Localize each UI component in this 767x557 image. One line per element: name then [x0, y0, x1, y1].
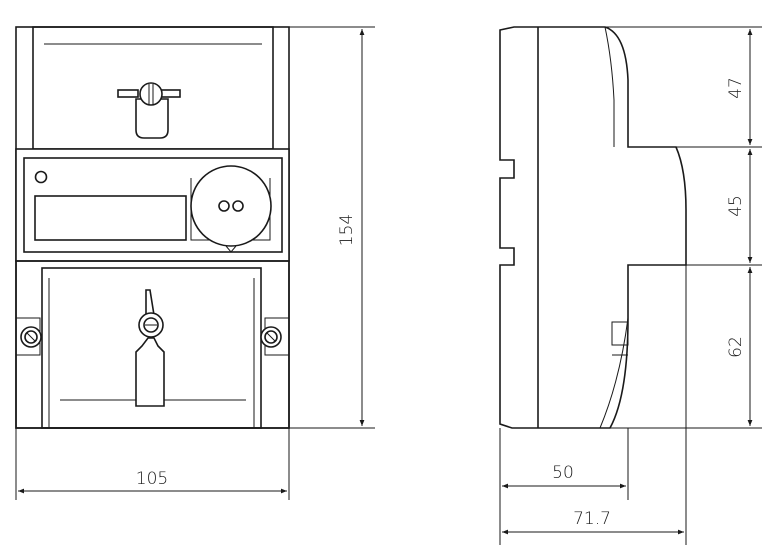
side-view: 47 45 62 50 71.7	[499, 26, 762, 545]
total-depth-label: 71.7	[573, 509, 611, 529]
front-view: 105 154	[15, 26, 375, 500]
top-height-label: 47	[726, 77, 746, 99]
top-seal-screw	[117, 82, 181, 139]
right-mount-screw	[260, 317, 289, 356]
side-body-outline	[499, 26, 687, 429]
bottom-seal	[135, 289, 165, 407]
indicator-led	[34, 170, 48, 184]
bottom-height-label: 62	[726, 336, 746, 358]
left-mount-screw	[16, 317, 42, 356]
optical-port	[190, 165, 272, 247]
bottom-terminal-cover	[41, 267, 262, 429]
width-dimension-label: 105	[136, 469, 168, 489]
middle-height-label: 45	[726, 195, 746, 217]
lcd-display	[34, 195, 187, 241]
inner-depth-label: 50	[552, 463, 574, 483]
height-dimension-label: 154	[337, 214, 357, 246]
